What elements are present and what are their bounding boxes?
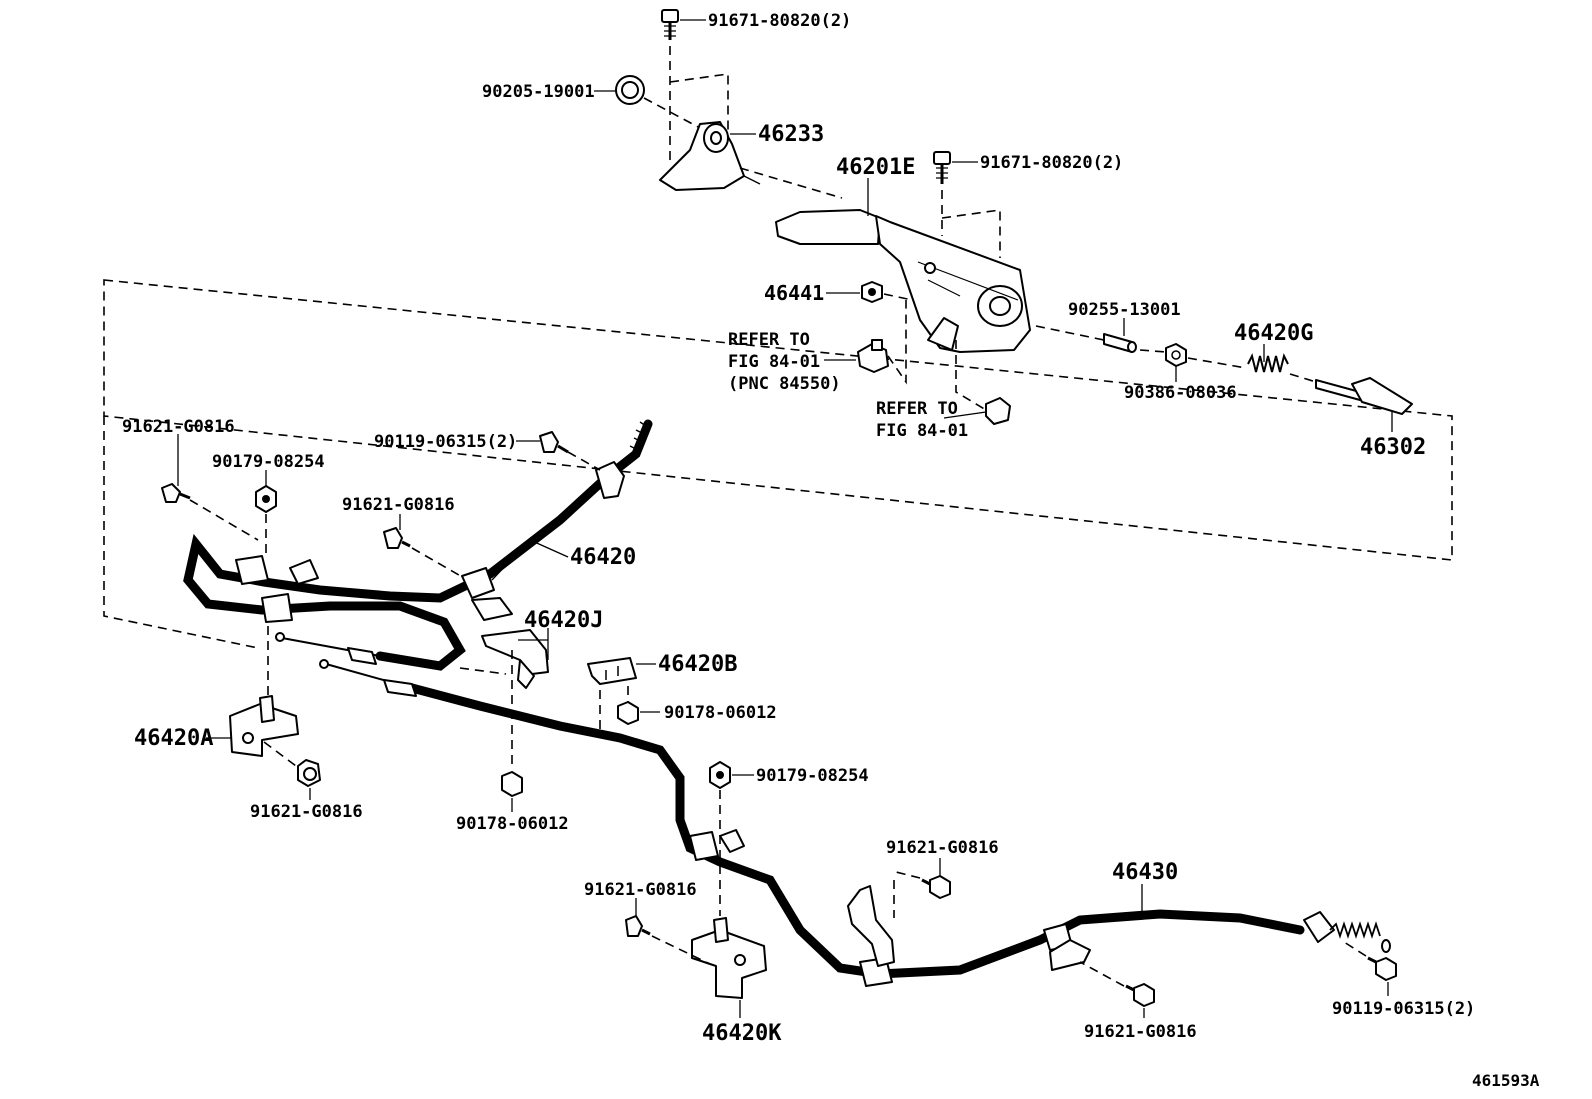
- cable-46430-icon: [319, 659, 1391, 987]
- label-91671-80820-top: 91671-80820(2): [708, 11, 851, 31]
- bolt-cable-top-icon: [539, 431, 569, 454]
- label-46420k: 46420K: [702, 1021, 782, 1046]
- bolt-bottom-right-icon: [1125, 983, 1155, 1007]
- label-91621-g0816-46420a: 91621-G0816: [250, 802, 363, 822]
- label-90178-06012-clip: 90178-06012: [664, 703, 777, 723]
- refer-bolt-icon: [985, 397, 1011, 425]
- label-46420j: 46420J: [524, 608, 603, 633]
- clip-46420b-icon: [587, 657, 637, 685]
- spring-46420g-icon: [1247, 353, 1289, 373]
- bolt-46420a-icon: [297, 759, 321, 787]
- label-90119-06315-end: 90119-06315(2): [1332, 999, 1475, 1019]
- label-refer-bolt: REFER TO FIG 84-01: [876, 399, 968, 441]
- label-refer-switch: REFER TO FIG 84-01 (PNC 84550): [728, 330, 841, 394]
- label-91621-g0816-bottom-right: 91621-G0816: [1084, 1022, 1197, 1042]
- pin-90255-icon: [1103, 333, 1137, 353]
- refer-switch-line-2: FIG 84-01: [728, 352, 820, 372]
- leader-lines: [177, 19, 1393, 1018]
- refer-switch-line-3: (PNC 84550): [728, 374, 841, 394]
- cable-left-end-icon: [275, 632, 381, 665]
- label-91671-80820-lever: 91671-80820(2): [980, 153, 1123, 173]
- bolt-cable-end-icon: [1367, 956, 1397, 981]
- nut-90179-left-icon: [255, 485, 277, 513]
- nut-90179-center-icon: [709, 761, 731, 789]
- label-91621-g0816-46420k: 91621-G0816: [584, 880, 697, 900]
- label-90119-06315-top: 90119-06315(2): [374, 432, 517, 452]
- label-90255-13001: 90255-13001: [1068, 300, 1181, 320]
- label-46420b: 46420B: [658, 652, 737, 677]
- lever-46201e-icon: [775, 209, 1031, 353]
- bracket-46420a-icon: [229, 695, 299, 757]
- label-90179-08254-left: 90179-08254: [212, 452, 325, 472]
- bracket-46420k-icon: [691, 917, 767, 999]
- label-46441: 46441: [764, 281, 824, 305]
- bolt-right-mid-icon: [921, 875, 951, 899]
- label-46233: 46233: [758, 122, 824, 147]
- label-91621-g0816-right-mid: 91621-G0816: [886, 838, 999, 858]
- label-90178-06012-center: 90178-06012: [456, 814, 569, 834]
- assembly-boundary-dashed: [103, 279, 1453, 561]
- bracket-rear-mid-icon: [847, 885, 895, 967]
- label-90179-08254-center: 90179-08254: [756, 766, 869, 786]
- nut-90178-center-icon: [501, 771, 523, 797]
- lever-bolt-icon: [933, 151, 951, 184]
- nut-90178-clip-icon: [617, 701, 639, 725]
- label-90205-19001: 90205-19001: [482, 82, 595, 102]
- label-46302: 46302: [1360, 435, 1426, 460]
- label-90386-08036: 90386-08036: [1124, 383, 1237, 403]
- nut-90386-icon: [1165, 343, 1187, 367]
- bolt-left-top-icon: [161, 483, 191, 503]
- top-bolt-icon: [661, 9, 679, 40]
- label-46420: 46420: [570, 545, 636, 570]
- refer-bolt-line-1: REFER TO: [876, 399, 958, 419]
- refer-bolt-line-2: FIG 84-01: [876, 421, 968, 441]
- washer-top-icon: [615, 75, 645, 105]
- label-46430: 46430: [1112, 860, 1178, 885]
- cable-46420-icon: [183, 419, 653, 671]
- bolt-left-mid-icon: [383, 527, 411, 549]
- bracket-46420j-icon: [481, 629, 549, 689]
- rod-46302-icon: [1315, 377, 1413, 415]
- refer-switch-line-1: REFER TO: [728, 330, 810, 350]
- label-46420g: 46420G: [1234, 321, 1313, 346]
- switch-icon: [857, 339, 889, 373]
- bracket-46233-icon: [659, 121, 761, 191]
- label-46420a: 46420A: [134, 726, 213, 751]
- label-46201e: 46201E: [836, 155, 915, 180]
- diagram-code: 461593A: [1472, 1071, 1540, 1090]
- label-91621-g0816-left-top: 91621-G0816: [122, 417, 235, 437]
- bolt-46420k-icon: [625, 915, 651, 937]
- nut-46441-icon: [861, 281, 883, 303]
- assembly-boundary-lower: [103, 416, 259, 649]
- label-91621-g0816-left-mid: 91621-G0816: [342, 495, 455, 515]
